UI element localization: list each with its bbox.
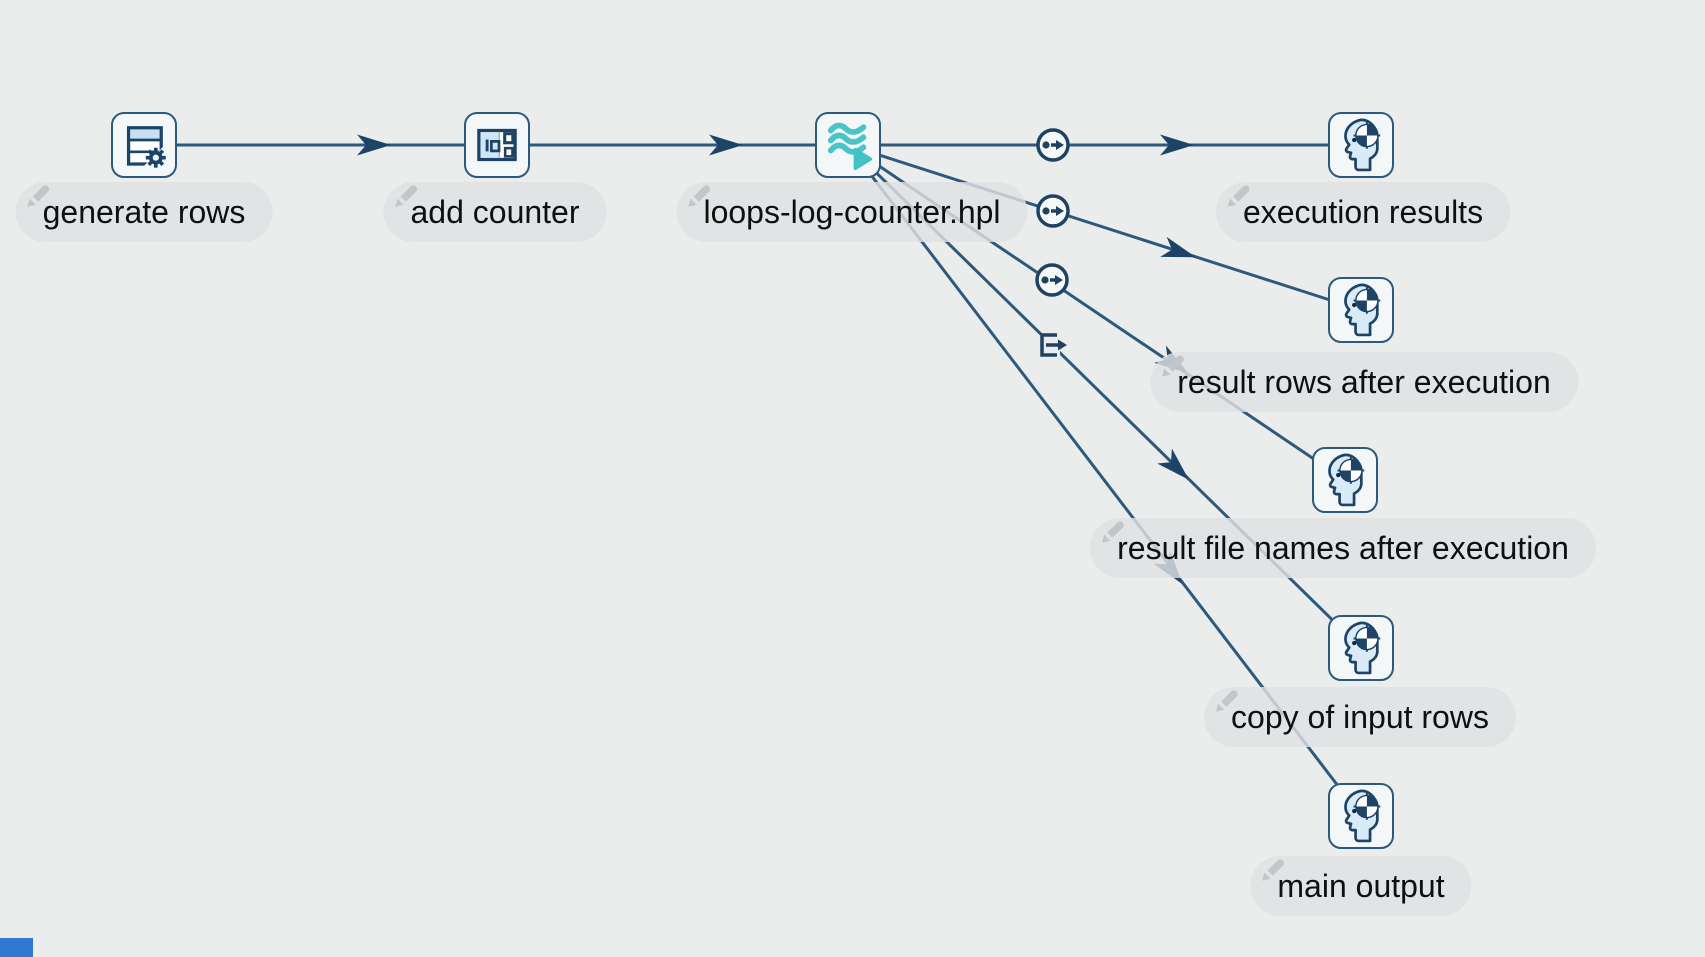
canvas-corner-marker [0, 938, 33, 957]
transform-main-output[interactable] [1328, 783, 1394, 849]
edit-pencil-icon [1222, 178, 1256, 212]
pipeline-executor-icon [827, 122, 873, 171]
head-target-icon [1332, 116, 1390, 174]
edit-pencil-icon [22, 178, 56, 212]
transform-label-text: generate rows [42, 193, 246, 230]
transform-label-generate-rows[interactable]: generate rows [15, 182, 273, 242]
transform-label-execution-results[interactable]: execution results [1215, 182, 1511, 242]
transform-result-rows-after-execution[interactable] [1328, 277, 1394, 343]
transform-add-counter[interactable] [464, 112, 530, 178]
transform-label-main-output[interactable]: main output [1250, 856, 1472, 916]
transform-copy-of-input-rows[interactable] [1328, 615, 1394, 681]
arrowhead [357, 134, 391, 156]
edit-pencil-icon [389, 178, 423, 212]
transform-label-text: add counter [410, 193, 580, 230]
transform-label-text: copy of input rows [1231, 698, 1489, 735]
arrowhead [1160, 236, 1196, 258]
head-target-icon [1332, 619, 1390, 677]
transform-label-loops-log-counter[interactable]: loops-log-counter.hpl [676, 182, 1028, 242]
hop-executor-to-result-rows[interactable] [847, 143, 1362, 312]
transform-label-result-rows[interactable]: result rows after execution [1150, 352, 1578, 412]
transform-label-text: result rows after execution [1177, 363, 1551, 400]
head-target-icon [1332, 787, 1390, 845]
arrowhead [709, 134, 743, 156]
transform-label-text: result file names after execution [1117, 529, 1569, 566]
edit-pencil-icon [1096, 514, 1130, 548]
transform-label-text: main output [1277, 867, 1445, 904]
transform-label-copy-of-input-rows[interactable]: copy of input rows [1204, 687, 1516, 747]
head-target-icon [1332, 281, 1390, 339]
arrowhead [1160, 134, 1194, 156]
circle-arrow-hop-icon[interactable] [1036, 128, 1070, 162]
edit-pencil-icon [1256, 852, 1290, 886]
head-target-icon [1316, 451, 1374, 509]
box-arrow-hop-icon[interactable] [1040, 333, 1067, 357]
transform-result-file-names-after-execution[interactable] [1312, 447, 1378, 513]
transform-label-text: execution results [1242, 193, 1484, 230]
edit-pencil-icon [682, 178, 716, 212]
transform-label-text: loops-log-counter.hpl [703, 193, 1001, 230]
transform-generate-rows[interactable] [111, 112, 177, 178]
circle-arrow-hop-icon[interactable] [1035, 263, 1069, 297]
edit-pencil-icon [1156, 348, 1190, 382]
transform-label-result-file-names[interactable]: result file names after execution [1090, 518, 1596, 578]
table-gear-icon [126, 126, 166, 168]
circle-arrow-hop-icon[interactable] [1036, 194, 1070, 228]
transform-execution-results[interactable] [1328, 112, 1394, 178]
edit-pencil-icon [1210, 683, 1244, 717]
transform-loops-log-counter-pipeline[interactable] [815, 112, 881, 178]
arrowhead [1157, 448, 1189, 480]
counter-icon [477, 128, 517, 162]
transform-label-add-counter[interactable]: add counter [383, 182, 607, 242]
